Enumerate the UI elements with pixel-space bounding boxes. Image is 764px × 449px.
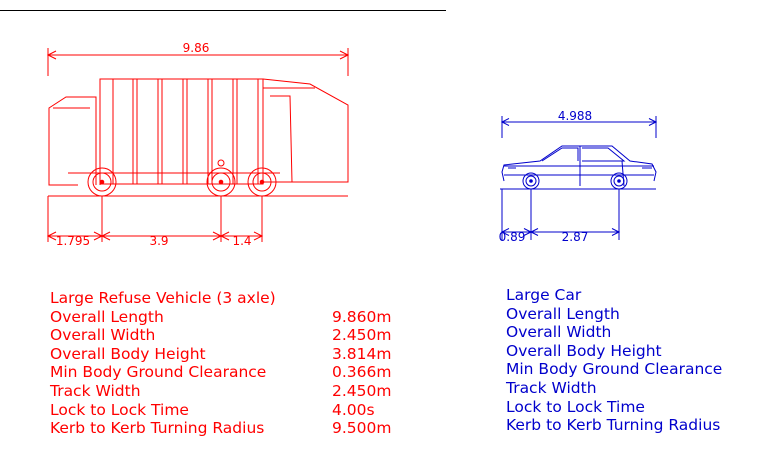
spec-label: Kerb to Kerb Turning Radius: [50, 419, 265, 438]
spec-row: Overall Body Height 3.814m: [50, 345, 391, 364]
spec-value: 2.450m: [332, 381, 392, 400]
truck-overall-length-dimension: [46, 48, 350, 76]
truck-wheelbase-dim-label: 3.9: [149, 234, 168, 248]
spec-value: 9.860m: [332, 307, 392, 326]
car-overall-length-dimension: [500, 116, 658, 138]
truck-body: [99, 78, 264, 185]
spec-row: Overall Width 2.450m: [50, 326, 391, 345]
car-specifications: Large Car Overall Length Overall Width O…: [506, 286, 722, 435]
spec-label: Overall Body Height: [50, 344, 206, 363]
car-spec-label: Overall Width: [506, 323, 612, 342]
car-wheelbase-dim-label: 2.87: [562, 230, 589, 244]
car-spec-label: Lock to Lock Time: [506, 397, 645, 416]
truck-length-dim-label: 9.86: [183, 41, 210, 55]
truck-specifications: Large Refuse Vehicle (3 axle) Overall Le…: [50, 289, 391, 438]
spec-label: Overall Width: [50, 326, 156, 345]
car-spec-label: Kerb to Kerb Turning Radius: [506, 416, 721, 435]
spec-row: Track Width 2.450m: [50, 382, 391, 401]
spec-value: 9.500m: [332, 419, 392, 438]
spec-row: Kerb to Kerb Turning Radius 9.500m: [50, 419, 391, 438]
car-axle-dimensions: [500, 189, 621, 240]
spec-value: 3.814m: [332, 344, 392, 363]
truck-front-wheel: [87, 167, 117, 197]
truck-mid-wheel: [206, 159, 236, 197]
spec-label: Min Body Ground Clearance: [50, 363, 267, 382]
spec-value: 2.450m: [332, 326, 392, 345]
car-length-dim-label: 4.988: [558, 109, 592, 123]
spec-label: Overall Length: [50, 307, 164, 326]
car-spec-label: Track Width: [506, 378, 597, 397]
truck-front-overhang-dim-label: 1.795: [56, 234, 90, 248]
car-spec-label: Min Body Ground Clearance: [506, 360, 723, 379]
large-car-drawing: [500, 116, 658, 240]
refuse-vehicle-drawing: [46, 48, 350, 242]
spec-row: Min Body Ground Clearance 0.366m: [50, 363, 391, 382]
car-front-overhang-dim-label: 0.89: [499, 230, 526, 244]
car-spec-label: Overall Length: [506, 304, 620, 323]
spec-row: Overall Length 9.860m: [50, 308, 391, 327]
car-spec-label: Overall Body Height: [506, 341, 662, 360]
spec-label: Track Width: [50, 381, 141, 400]
truck-rear-axle-spacing-dim-label: 1.4: [232, 234, 251, 248]
truck-axle-dimensions: [46, 196, 264, 242]
spec-value: 4.00s: [332, 400, 375, 419]
truck-spec-title: Large Refuse Vehicle (3 axle): [50, 289, 276, 307]
truck-rear-hopper: [262, 78, 349, 183]
car-body: [501, 145, 657, 187]
spec-row: Lock to Lock Time 4.00s: [50, 401, 391, 420]
spec-label: Lock to Lock Time: [50, 400, 189, 419]
car-spec-title: Large Car: [506, 286, 582, 304]
spec-value: 0.366m: [332, 363, 392, 382]
